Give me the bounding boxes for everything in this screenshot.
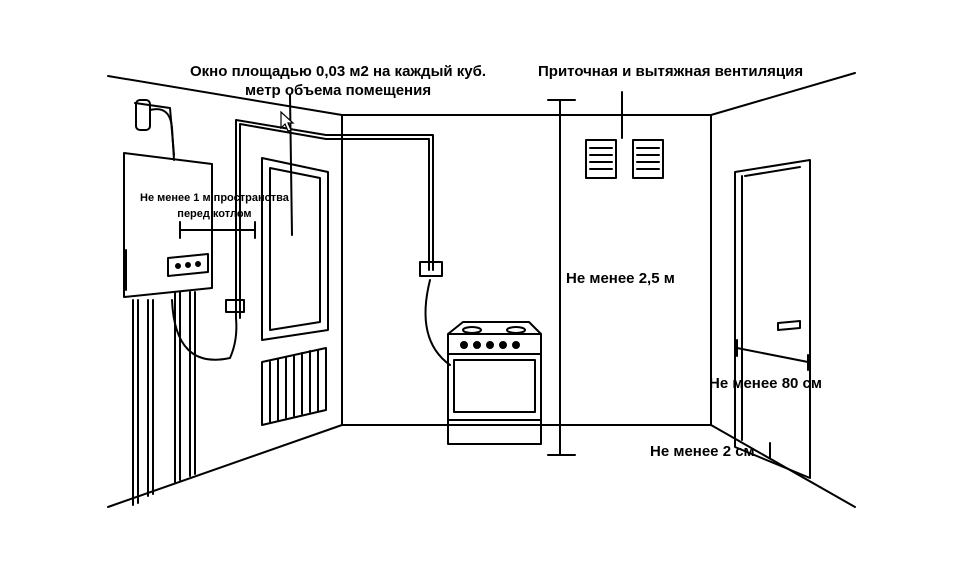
door-gap-label: Не менее 2 см (650, 443, 755, 460)
boiler-space-label-line2: перед котлом (177, 208, 252, 220)
window-area-label: Окно площадью 0,03 м2 на каждый куб. мет… (190, 62, 486, 100)
radiator (261, 347, 327, 426)
door-width-label: Не менее 80 см (709, 375, 822, 392)
gas-pipeline (225, 119, 451, 366)
ceiling-height-label: Не менее 2,5 м (566, 270, 675, 287)
boiler-space-label: Не менее 1 м пространства перед котлом (140, 190, 289, 222)
cursor-icon (280, 110, 295, 132)
ventilation-label: Приточная и вытяжная вентиляция (538, 63, 804, 80)
boiler-space-label-line1: Не менее 1 м пространства (140, 192, 289, 204)
ventilation-grilles (585, 139, 664, 179)
window (261, 157, 329, 341)
dimension-lines (179, 91, 809, 459)
boiler-pipes (132, 291, 238, 506)
window-area-label-line2: метр объема помещения (244, 82, 432, 99)
gas-stove (447, 321, 542, 445)
window-area-label-line1: Окно площадью 0,03 м2 на каждый куб. (190, 63, 487, 80)
door (734, 159, 811, 479)
gas-boiler (123, 99, 213, 298)
